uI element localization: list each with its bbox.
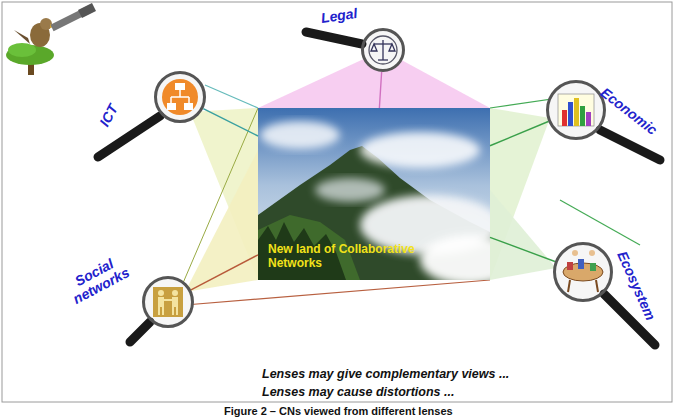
ecosystem-beam	[490, 190, 556, 280]
bird-telescope	[6, 7, 94, 75]
lens-connector	[379, 72, 381, 108]
lens-node: Ecosystem	[553, 242, 613, 302]
lens-label: ICT	[97, 102, 121, 129]
lens-connector	[191, 255, 258, 290]
people-icon	[153, 287, 183, 317]
lens-node: ICT	[154, 71, 206, 123]
note-text: Lenses may give complementary views ...	[262, 367, 509, 382]
photo-caption: New land of Collaborative Networks	[268, 242, 418, 270]
beam-edge	[560, 200, 640, 245]
network-icon	[162, 79, 198, 115]
lens-label: Social networks	[59, 249, 137, 309]
note-text: Lenses may cause distortions ...	[262, 385, 454, 400]
frame	[2, 2, 672, 402]
ecosystem-icon	[563, 250, 603, 292]
social-beam	[185, 150, 258, 292]
lens-node: Legal	[361, 28, 405, 72]
lens-connector	[490, 237, 555, 261]
lens-node: Economic	[546, 80, 606, 140]
lens-handle	[98, 32, 660, 345]
beam-edge	[180, 108, 258, 290]
bar-chart-icon	[558, 94, 594, 126]
beam-edge	[205, 85, 258, 108]
lens-connector	[203, 109, 258, 136]
beam-edge	[185, 280, 490, 305]
mountain-photo	[258, 108, 490, 280]
figure-caption: Figure 2 – CNs viewed from different len…	[224, 405, 453, 418]
scales-icon	[369, 36, 397, 64]
lens-label: Ecosystem	[614, 249, 658, 323]
photo-node: New land of Collaborative Networks	[258, 108, 490, 280]
lens-label: Legal	[320, 6, 358, 26]
lens-node: Social networks	[142, 276, 194, 328]
lens-label: Economic	[598, 85, 660, 138]
lens-connector	[490, 122, 548, 146]
